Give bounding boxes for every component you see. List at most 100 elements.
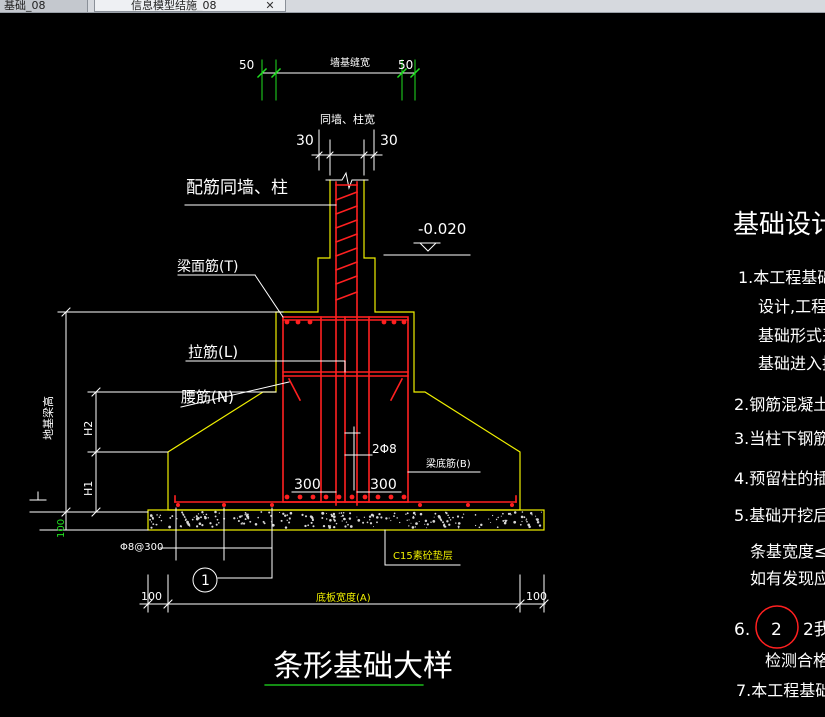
hatch-dot (289, 511, 293, 515)
hatch-dot (372, 526, 375, 528)
hatch-dot (426, 527, 428, 529)
hatch-dot (205, 513, 208, 516)
break-line (325, 171, 369, 190)
hatch-dot (535, 515, 537, 517)
notes-line-9: 条基宽度≤3 (750, 542, 825, 561)
hatch-dot (525, 518, 528, 520)
hatch-dot (271, 523, 275, 527)
hatch-dot (505, 519, 508, 522)
hatch-dot (149, 514, 153, 517)
hatch-dot (434, 512, 437, 515)
hatch-dot (321, 517, 324, 519)
hatch-dot (531, 514, 533, 516)
hatch-dot (342, 512, 345, 514)
hatch-dot (333, 525, 336, 529)
hatch-dot (527, 523, 531, 527)
hatch-dot (418, 520, 420, 523)
hatch-dot (155, 524, 157, 526)
tab-drawing-1[interactable]: 基础_08 (0, 0, 88, 12)
hatch-dot (197, 516, 200, 520)
hatch-dot (284, 514, 287, 517)
hatch-dot (240, 523, 243, 525)
hatch-dot (513, 511, 517, 514)
hatch-dot (474, 524, 477, 527)
hatch-dot (507, 512, 511, 516)
hatch-dot (180, 526, 182, 528)
label-elevation: -0.020 (418, 220, 466, 238)
hatch-dot (445, 512, 448, 515)
label-2d8: 2Φ8 (372, 442, 397, 456)
hatch-dot (186, 520, 189, 524)
dim-bottom-right: 100 (526, 590, 547, 603)
notes-line-15: 7.本工程基础超 (736, 681, 825, 700)
hatch-dot (246, 513, 249, 516)
notes-line-12: 2 (771, 620, 782, 640)
hatch-dot (500, 515, 502, 517)
tab-drawing-2-active[interactable]: 信息模型结施_08 (94, 0, 286, 12)
label-beam-top: 梁面筋(T) (177, 258, 238, 275)
hatch-dot (440, 519, 443, 522)
hatch-dot (537, 521, 539, 524)
hatch-dot (249, 521, 252, 523)
hatch-dot (218, 512, 220, 514)
hatch-dot (480, 523, 483, 527)
hatch-dot (411, 526, 415, 529)
drawing-title: 条形基础大样 (273, 649, 453, 684)
hatch-dot (241, 515, 243, 517)
hatch-dot (412, 511, 416, 515)
notes-line-10: 如有发现应及时 (750, 569, 825, 588)
hatch-dot (406, 512, 409, 515)
hatch-dot (183, 514, 185, 517)
height-dimension (29, 307, 284, 531)
cushion-hatch (149, 510, 542, 529)
hatch-dot (236, 517, 239, 519)
hatch-dot (349, 512, 352, 515)
hatch-dot (393, 512, 396, 515)
hatch-dot (245, 513, 247, 515)
hatch-dot (347, 523, 349, 526)
hatch-dot (458, 527, 460, 529)
hatch-dot (333, 518, 335, 520)
hatch-dot (424, 523, 426, 525)
hatch-dot (424, 519, 428, 523)
hatch-dot (341, 520, 343, 522)
hatch-dot (538, 524, 542, 527)
hatch-dot (193, 516, 195, 518)
hatch-dot (433, 516, 435, 518)
dim-wall-center: 同墙、柱宽 (320, 112, 375, 126)
hatch-dot (447, 514, 449, 517)
hatch-dot (241, 522, 243, 524)
hatch-dot (203, 515, 207, 518)
hatch-dot (282, 512, 285, 515)
hatch-dot (288, 521, 291, 524)
cad-canvas[interactable]: 50 墙基缝宽 50 30 同墙、柱宽 30 配筋同墙、柱 -0.020 梁面筋… (0, 13, 825, 717)
hatch-dot (408, 525, 410, 527)
hatch-dot (215, 523, 218, 526)
hatch-dot (152, 523, 155, 526)
notes-line-3: 基础形式采用 (758, 326, 825, 345)
hatch-dot (340, 515, 342, 518)
close-icon[interactable]: ✕ (265, 0, 275, 12)
hatch-dot (158, 516, 161, 519)
hatch-dot (410, 522, 412, 524)
wall-width-dimension (311, 129, 383, 176)
hatch-dot (203, 514, 205, 516)
hatch-dot (446, 520, 449, 523)
hatch-dot (344, 525, 347, 528)
beam-rebars (174, 316, 517, 503)
dim-top-left: 50 (239, 58, 254, 72)
hatch-dot (497, 516, 499, 519)
concrete-cushion (147, 509, 545, 531)
hatch-dot (448, 516, 451, 519)
label-h2: H2 (82, 421, 95, 436)
hatch-dot (218, 522, 220, 524)
hatch-dot (340, 512, 343, 514)
hatch-dot (372, 516, 374, 518)
hatch-dot (260, 511, 263, 513)
hatch-dot (201, 524, 204, 527)
hatch-dot (171, 515, 174, 518)
hatch-dot (491, 514, 494, 517)
hatch-dot (288, 517, 291, 520)
hatch-dot (503, 521, 507, 525)
tab-bar: 基础_08 信息模型结施_08 ✕ (0, 0, 825, 13)
